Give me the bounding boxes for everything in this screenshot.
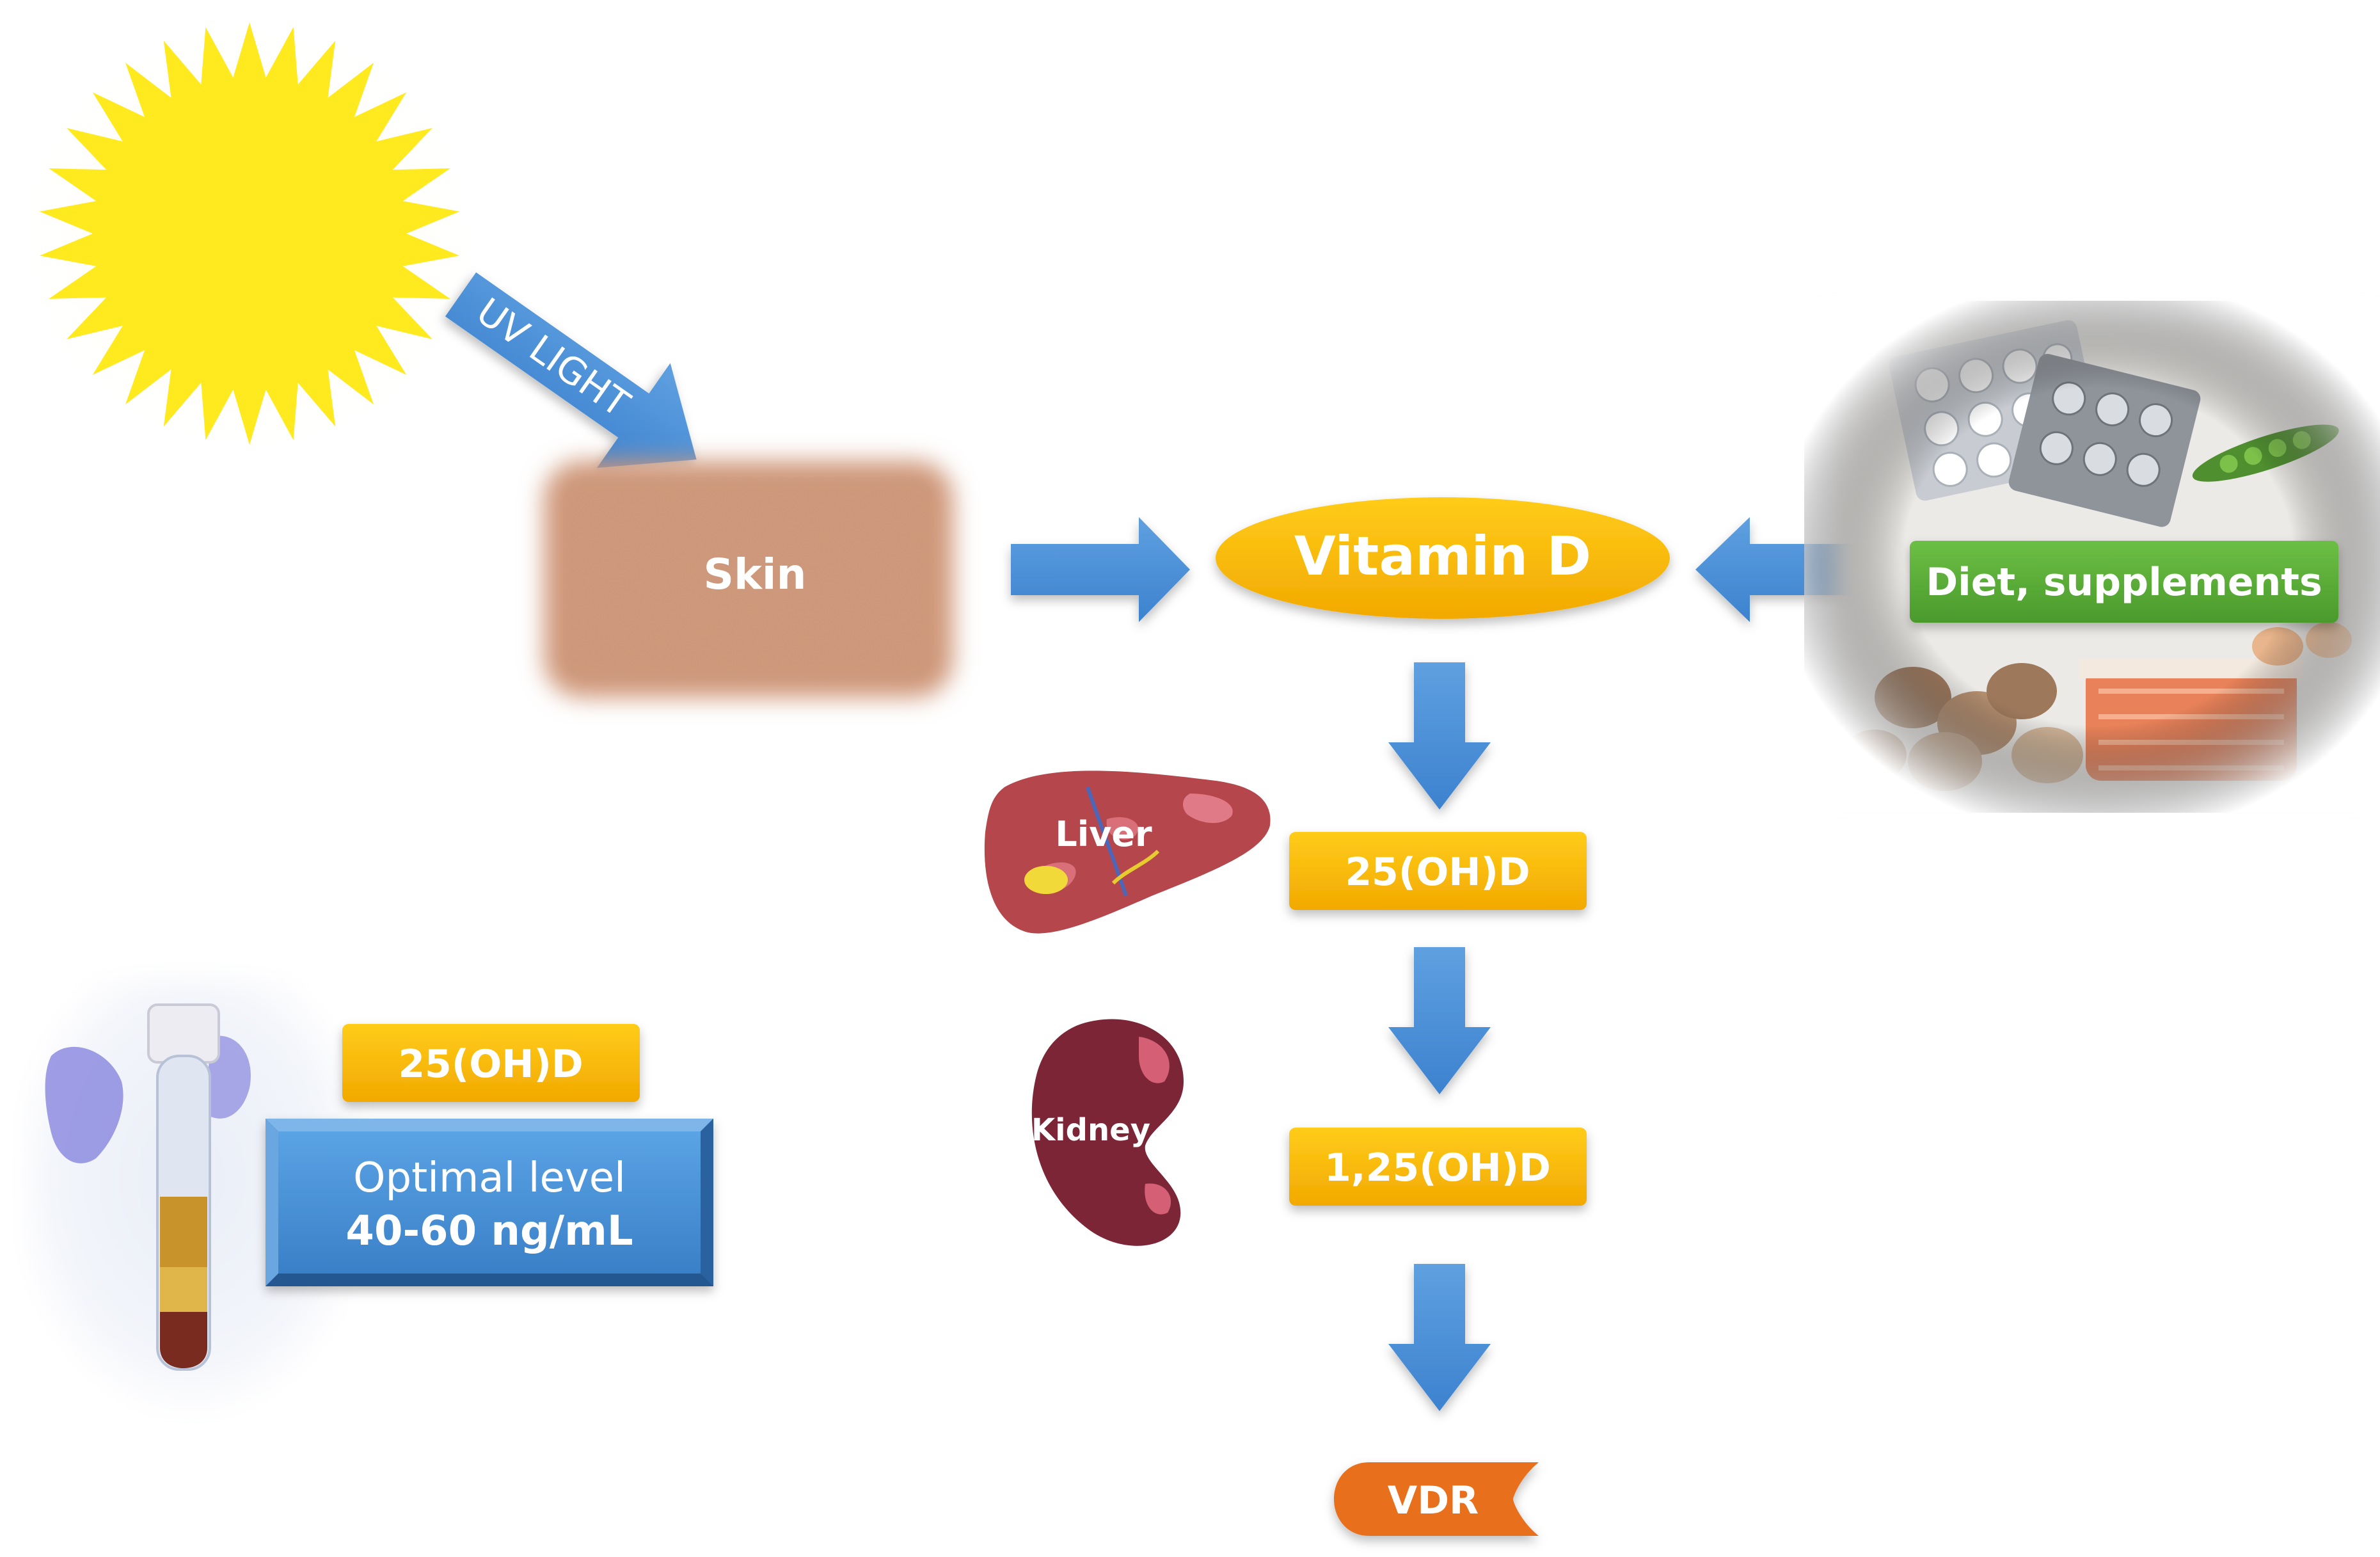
vitamin-d-node: Vitamin D [1216, 497, 1670, 619]
optimal-level-box: Optimal level 40-60 ng/mL [266, 1119, 713, 1286]
skin-to-vitamin-arrow [1011, 517, 1190, 622]
metabolite-125-node: 1,25(OH)D [1289, 1128, 1587, 1206]
metabolite-125-label: 1,25(OH)D [1324, 1146, 1551, 1190]
liver-icon: Liver [984, 771, 1271, 934]
vitamin-d-label: Vitamin D [1294, 525, 1591, 587]
optimal-level-value: 40-60 ng/mL [345, 1208, 633, 1255]
diet-supplements-node: Diet, supplements [1910, 541, 2338, 623]
diet-supplements-label: Diet, supplements [1926, 560, 2322, 605]
metabolite-25-label: 25(OH)D [1345, 850, 1530, 895]
kidney-icon: Kidney [1031, 1019, 1184, 1246]
vdr-node: VDR [1334, 1462, 1539, 1536]
125-to-vdr-arrow [1388, 1264, 1491, 1411]
uv-light-label: UV LIGHT [469, 289, 638, 426]
vitamin-to-25-arrow [1388, 662, 1491, 810]
sun-icon [13, 13, 486, 461]
test-badge-label: 25(OH)D [398, 1042, 583, 1087]
liver-label: Liver [1055, 814, 1152, 854]
kidney-label: Kidney [1031, 1112, 1150, 1148]
vdr-label: VDR [1388, 1478, 1479, 1523]
diet-to-vitamin-arrow [1695, 517, 1878, 622]
skin-label: Skin [703, 550, 806, 599]
25-to-125-arrow [1388, 947, 1491, 1094]
optimal-level-label: Optimal level [353, 1154, 626, 1202]
skin-texture: Skin [544, 461, 953, 698]
test-badge: 25(OH)D [342, 1024, 640, 1102]
metabolite-25-node: 25(OH)D [1289, 832, 1587, 910]
